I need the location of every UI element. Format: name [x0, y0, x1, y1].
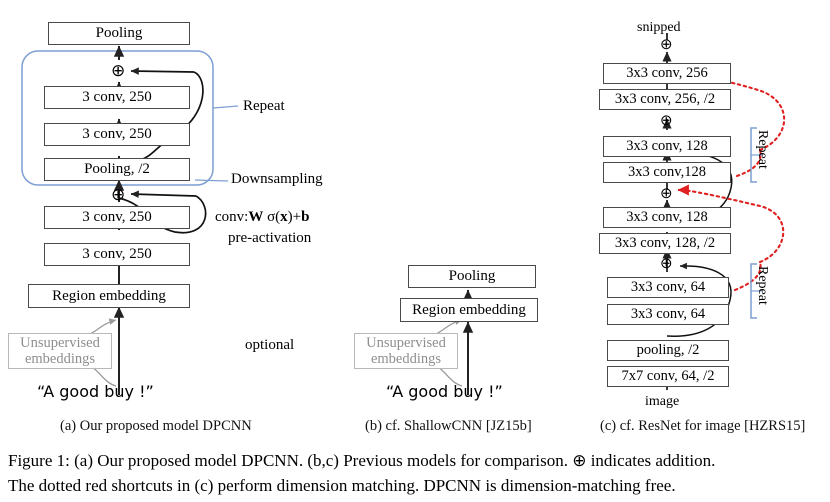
- panel-a-adder-top: ⊕: [111, 61, 126, 80]
- panel-c-adder-1: ⊕: [660, 256, 673, 272]
- panel-b-unsupervised-embeddings[interactable]: Unsupervised embeddings: [354, 333, 458, 369]
- panel-c-label-snipped: snipped: [637, 20, 681, 35]
- conv-formula-x: x: [280, 209, 288, 225]
- panel-c-adder-4: ⊕: [660, 37, 673, 53]
- panel-c-label-image: image: [645, 394, 680, 409]
- panel-a-label-pre-activation: pre-activation: [228, 230, 312, 246]
- figure-caption-line-2: The dotted red shortcuts in (c) perform …: [8, 475, 676, 495]
- panel-b-input-text: “A good buy !”: [386, 382, 503, 401]
- panel-a-unsupervised-embeddings[interactable]: Unsupervised embeddings: [8, 333, 112, 369]
- panel-c-box-conv64-b[interactable]: 3x3 conv, 64: [607, 277, 729, 298]
- panel-c-box-conv128-b[interactable]: 3x3 conv, 128: [603, 136, 731, 157]
- conv-formula-close: )+: [287, 209, 302, 225]
- conv-formula-prefix: conv:: [215, 209, 249, 225]
- panel-a-box-conv-250-lower-1[interactable]: 3 conv, 250: [44, 243, 190, 266]
- panel-b-ghost-line2: embeddings: [370, 351, 442, 367]
- subcaption-a: (a) Our proposed model DPCNN: [60, 418, 252, 434]
- panel-b-box-pooling[interactable]: Pooling: [408, 265, 536, 288]
- subcaption-c: (c) cf. ResNet for image [HZRS15]: [600, 418, 806, 434]
- conv-formula-w: W: [248, 209, 264, 225]
- panel-c-label-repeat-lower: Repeat: [755, 266, 770, 305]
- conv-formula-sigma: σ(: [263, 209, 281, 225]
- panel-c-box-conv256[interactable]: 3x3 conv, 256: [603, 63, 731, 84]
- panel-c-box-conv128-a[interactable]: 3x3 conv,128: [603, 162, 731, 183]
- panel-c-box-conv128-c[interactable]: 3x3 conv, 128: [603, 207, 731, 228]
- subcaption-b: (b) cf. ShallowCNN [JZ15b]: [365, 418, 532, 434]
- panel-a-ghost-line2: embeddings: [24, 351, 96, 367]
- panel-a-box-region-embedding[interactable]: Region embedding: [28, 284, 190, 308]
- panel-a-box-pooling-half[interactable]: Pooling, /2: [44, 158, 190, 181]
- panel-c-box-conv64-a[interactable]: 3x3 conv, 64: [607, 304, 729, 325]
- panel-a-box-conv-250-lower-2[interactable]: 3 conv, 250: [44, 206, 190, 229]
- figure-caption: Figure 1: (a) Our proposed model DPCNN. …: [8, 449, 826, 498]
- panel-a-box-conv-250-upper-2[interactable]: 3 conv, 250: [44, 86, 190, 109]
- panel-a-ghost-line1: Unsupervised: [20, 334, 100, 351]
- panel-c-box-conv256-half[interactable]: 3x3 conv, 256, /2: [599, 89, 731, 110]
- panel-c-label-repeat-upper: Repeat: [755, 130, 770, 169]
- panel-a-label-conv-formula: conv:W σ(x)+b: [215, 209, 309, 226]
- panel-c-adder-2: ⊕: [660, 186, 673, 202]
- figure-caption-line-1: Figure 1: (a) Our proposed model DPCNN. …: [8, 451, 716, 470]
- panel-a-input-text: “A good buy !”: [37, 382, 154, 401]
- panel-b-box-region-embedding[interactable]: Region embedding: [400, 298, 538, 322]
- panel-a-label-repeat: Repeat: [243, 98, 285, 114]
- panel-a-box-pooling[interactable]: Pooling: [48, 22, 190, 45]
- panel-a-label-optional: optional: [245, 337, 295, 353]
- panel-c-box-pooling-half[interactable]: pooling, /2: [607, 340, 729, 361]
- panel-b-ghost-line1: Unsupervised: [366, 334, 446, 351]
- panel-a-label-downsampling: Downsampling: [231, 171, 323, 187]
- panel-c-box-conv7x7-64-half[interactable]: 7x7 conv, 64, /2: [607, 366, 729, 387]
- panel-a-adder-lower: ⊕: [111, 185, 126, 204]
- conv-formula-b: b: [301, 209, 310, 225]
- panel-c-box-conv128-half[interactable]: 3x3 conv, 128, /2: [599, 233, 731, 254]
- panel-c-adder-3: ⊕: [660, 113, 673, 129]
- panel-a-box-conv-250-upper-1[interactable]: 3 conv, 250: [44, 123, 190, 146]
